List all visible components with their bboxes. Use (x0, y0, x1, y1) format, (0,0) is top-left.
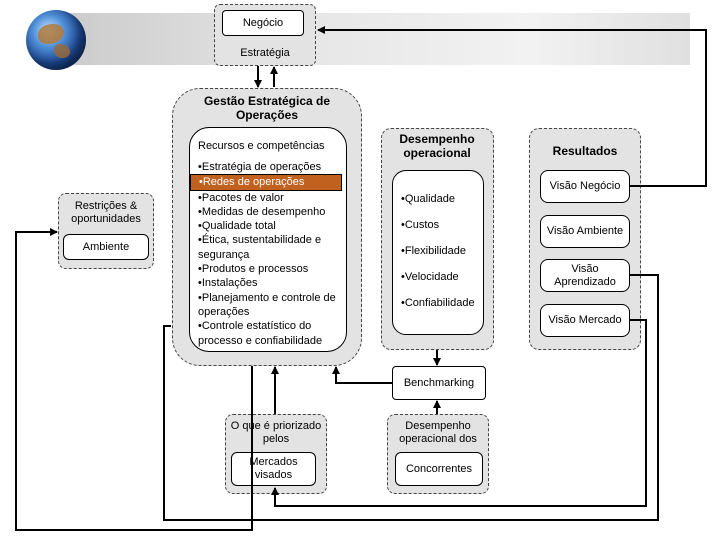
concorrentes-title: Desempenho operacional dos (399, 420, 477, 445)
arrow-visao-aprendizado-loop (163, 274, 659, 521)
concorrentes-box: Concorrentes (395, 452, 483, 486)
desempenho-item: •Flexibilidade (401, 245, 466, 257)
ambiente-label: Ambiente (82, 240, 130, 253)
visao-mercado-label: Visão Mercado (548, 314, 622, 326)
benchmarking-label: Benchmarking (403, 376, 475, 389)
desempenho-item: •Velocidade (401, 271, 459, 283)
benchmarking-box: Benchmarking (392, 366, 486, 400)
negocio-box: Negócio (222, 10, 304, 36)
visao-aprendizado-box: Visão Aprendizado (540, 259, 630, 292)
desempenho-title: Desempenho operacional (399, 132, 475, 160)
arrow-visao-negocio-to-negocio (317, 26, 707, 187)
concorrentes-label: Concorrentes (405, 462, 473, 475)
recursos-title: Recursos e competências (198, 140, 325, 152)
visao-mercado-box: Visão Mercado (540, 304, 630, 337)
gestao-item: •Produtos e processos (198, 263, 309, 276)
visao-aprendizado-label: Visão Aprendizado (554, 262, 616, 288)
globe-icon (26, 10, 86, 70)
gestao-item: •Ética, sustentabilidade e segurança (198, 234, 322, 261)
gestao-item: •Estratégia de operações (198, 161, 322, 173)
world-map-banner (44, 13, 690, 65)
estrategia-label: Estratégia (240, 47, 290, 59)
gestao-item: •Instalações (198, 277, 258, 290)
ambiente-box: Ambiente (63, 234, 149, 260)
negocio-label: Negócio (242, 16, 284, 29)
gestao-title: Gestão Estratégica de Operações (203, 94, 331, 122)
mercados-visados-box: Mercados visados (231, 452, 316, 486)
gestao-item: •Controle estatístico do processo e conf… (198, 320, 323, 347)
gestao-item: •Medidas de desempenho (198, 205, 326, 218)
priorizado-title: O que é priorizado pelos (230, 420, 322, 445)
gestao-item: •Qualidade total (198, 220, 276, 233)
gestao-items-list: •Estratégia de operações•Redes de operaç… (190, 160, 346, 348)
desempenho-items-list: •Qualidade •Custos •Flexibilidade •Velocida… (401, 193, 483, 310)
gestao-item: •Planejamento e controle de operações (198, 291, 336, 318)
arrow-visao-mercado-loop (271, 319, 647, 507)
resultados-title: Resultados (552, 144, 618, 158)
visao-negocio-box: Visão Negócio (540, 170, 630, 203)
visao-ambiente-box: Visão Ambiente (540, 215, 630, 248)
desempenho-item: •Custos (401, 219, 440, 231)
recursos-panel: Recursos e competências •Estratégia de o… (189, 127, 347, 352)
gestao-item: •Pacotes de valor (198, 191, 284, 204)
restricoes-label: Restrições & oportunidades (71, 200, 141, 225)
desempenho-panel: •Qualidade •Custos •Flexibilidade •Velocida… (392, 170, 484, 335)
desempenho-item: •Qualidade (401, 193, 456, 205)
visao-ambiente-label: Visão Ambiente (546, 225, 624, 237)
mercados-visados-label: Mercados visados (249, 456, 298, 481)
arrow-to-restricoes (15, 228, 253, 531)
gestao-item: •Redes de operações (190, 174, 342, 191)
arrow-benchmarking-to-gestao (332, 366, 392, 384)
visao-negocio-label: Visão Negócio (549, 180, 621, 192)
desempenho-item: •Confiabilidade (401, 297, 475, 309)
